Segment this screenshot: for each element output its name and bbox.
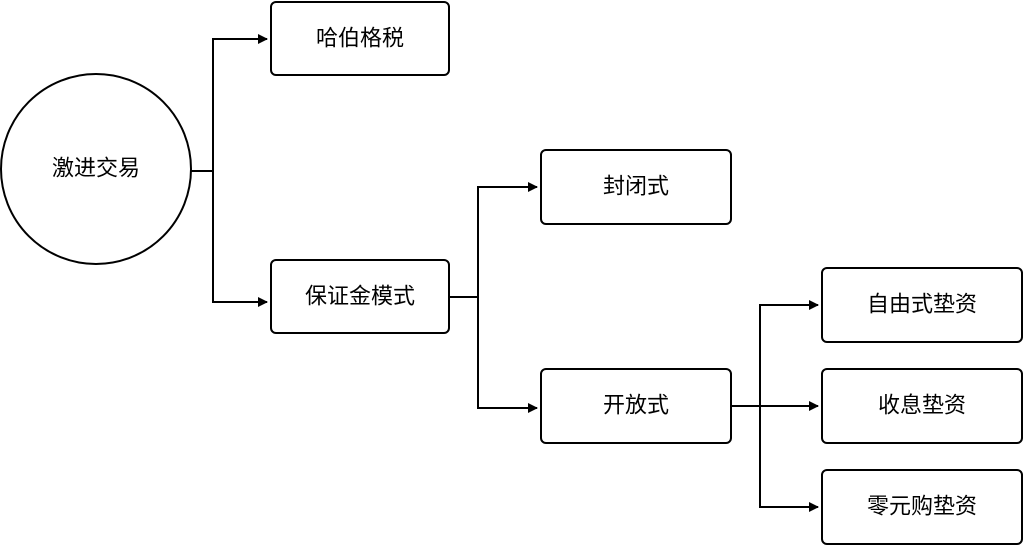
node-margin: 保证金模式 [270, 259, 450, 334]
edge-margin-to-open [450, 296, 538, 413]
node-interest-advance-label: 收息垫资 [878, 394, 966, 419]
edge-margin-to-closed [450, 182, 538, 298]
edges [190, 34, 819, 512]
node-open-label: 开放式 [603, 394, 669, 419]
node-interest-advance: 收息垫资 [821, 368, 1023, 444]
node-root-label: 激进交易 [52, 157, 140, 182]
edge-open-to-zero-advance [731, 405, 819, 512]
edge-root-to-margin [190, 170, 268, 307]
node-harberger: 哈伯格税 [270, 1, 450, 76]
node-closed: 封闭式 [540, 149, 732, 225]
node-harberger-label: 哈伯格税 [316, 27, 404, 52]
node-zero-advance: 零元购垫资 [821, 469, 1023, 545]
node-self-advance-label: 自由式垫资 [867, 293, 977, 318]
node-root: 激进交易 [0, 73, 192, 265]
edge-root-to-harberger [190, 34, 268, 172]
node-open: 开放式 [540, 368, 732, 444]
node-zero-advance-label: 零元购垫资 [867, 495, 977, 520]
node-self-advance: 自由式垫资 [821, 267, 1023, 343]
node-margin-label: 保证金模式 [305, 285, 415, 310]
edge-open-to-self-advance [731, 300, 819, 407]
node-closed-label: 封闭式 [603, 175, 669, 200]
